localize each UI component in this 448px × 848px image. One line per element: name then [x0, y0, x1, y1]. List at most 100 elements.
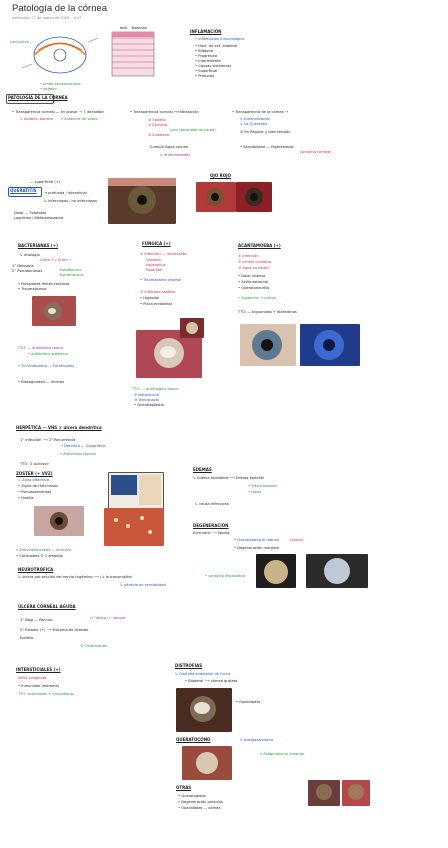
note: 2° Estadio (+) ⟶ Estroma de Acetato	[20, 628, 89, 632]
eye-anatomy-diagram	[21, 36, 99, 74]
note: • Causas sistémicas	[195, 64, 232, 68]
note: • Traumatismos	[18, 287, 47, 291]
note: 1° Bajo — Pannus	[20, 618, 52, 622]
note: • Intermitente	[195, 59, 221, 63]
eye-photo	[34, 506, 84, 536]
section-heading: EDEMAS	[193, 467, 212, 472]
note: Estafilococo	[60, 268, 82, 272]
note: • Queratoplastia	[134, 403, 164, 407]
note: ↳ enfermedades	[160, 153, 191, 157]
note: Sífilis congénita	[18, 676, 47, 680]
eye-photo	[196, 182, 236, 212]
note: Dolor — Fotofobia	[14, 211, 47, 215]
note: • Sin-Antibiótico — Fortificados	[18, 364, 74, 368]
note: 2° Pseudomonas	[12, 269, 43, 273]
section-heading: BACTERIANAS (+)	[18, 243, 58, 248]
note: ② Natamicina	[134, 393, 159, 397]
note: ↳ Edematización	[240, 117, 271, 121]
note: TTO: — biguanidas + diamidinas	[238, 310, 297, 314]
note: ③ Voriconazol	[134, 398, 159, 402]
section-heading: QUERATOCONO	[176, 737, 211, 742]
note: ↳ Edema endotelial ⟶ Edema epitelial	[193, 476, 264, 480]
note: • Antivirales orales — aciclovir	[16, 548, 72, 552]
heading-inflamacion: INFLAMACIÓN	[190, 29, 222, 34]
note: • Degeneración pelúcida	[178, 800, 223, 804]
note: (síntoma corneal)	[300, 150, 332, 154]
note: • inflamación inmunológica	[195, 37, 245, 41]
note: • Bilateral	[195, 49, 214, 53]
eye-photo	[306, 554, 368, 588]
note: • Bioseguridad — Ulceras	[18, 380, 65, 384]
section-heading: OTRAS	[176, 785, 192, 790]
note: Cándida	[146, 258, 161, 262]
note: • Queratopatía en banda	[234, 538, 279, 542]
note: TTO: — antibiótico tópico	[18, 346, 64, 350]
note: Aspergillus	[146, 263, 166, 267]
note: → Ausencia de vasos	[60, 117, 98, 121]
eye-photo	[108, 178, 176, 224]
note: • Antivíricos tópicos	[60, 452, 97, 456]
note: • Profundo	[195, 74, 215, 78]
note: TTO: ② Aciclovir	[20, 462, 49, 466]
section-box	[8, 187, 42, 197]
eye-photo	[342, 780, 370, 806]
note: Epitelio	[20, 636, 34, 640]
note: • Sensibilidad — Hiperestesia	[240, 145, 294, 149]
note: ② Rx Regular y bien tensión	[240, 130, 291, 134]
note: ③ Agua no estéril	[238, 266, 270, 270]
note: ↳ Zona oftálmico	[18, 478, 50, 482]
note: Fusarium	[146, 268, 163, 272]
note: → Dendrita — Geográfica	[60, 444, 106, 448]
section-heading: PATOLOGÍA DE LA CÓRNEA	[8, 95, 68, 100]
note: 1° Neisseria	[12, 264, 34, 268]
eye-photo	[182, 746, 232, 780]
note: ↳ Distrofia endotelial de Fuchs	[175, 672, 231, 676]
note: — superficial (+)	[30, 180, 61, 184]
note: (calcio)	[290, 538, 304, 542]
note: ③ Epitelio	[148, 118, 166, 122]
note: ↳ epitelio: barrera	[20, 117, 53, 121]
note: Arco senil ⟶ lípidos	[193, 531, 230, 535]
note: • Anillo estromal	[238, 280, 269, 284]
eye-photo	[308, 780, 340, 806]
note: • Transparencia corneal ↔ Hidratación	[130, 110, 199, 114]
note: ② Infiltrado satélite	[140, 290, 175, 294]
note: (+ tóxico) ← sangre	[90, 616, 126, 620]
note: • Opacidades — córnea	[178, 806, 221, 810]
section-box	[6, 94, 54, 104]
note: ① Estroma	[148, 123, 168, 127]
section-heading: HERPÉTICA — VHS ① úlcera dendrítica	[16, 425, 102, 430]
page-date-time: 9:47	[73, 15, 82, 20]
section-heading: ÚLCERA CORNEAL AGUDA	[18, 604, 76, 609]
note: • Opacidades	[236, 700, 261, 704]
note: • Transparencia de la córnea →	[232, 110, 288, 114]
note: ↳ infecciosas / no infecciosas	[44, 199, 97, 203]
section-heading: DISTROFIAS	[175, 663, 203, 668]
section-heading: OJO ROJO	[210, 173, 232, 178]
section-heading: ZOSTER (+ VVZ)	[16, 471, 53, 476]
note: • Astigmatismo irregular	[260, 752, 305, 756]
page-date-day: miércoles, 27 de marzo de 2024	[12, 15, 70, 20]
note: ↳ causa infecciosa	[195, 502, 229, 506]
note: ① Infección	[238, 254, 259, 258]
note: • Uveítis	[18, 496, 34, 500]
note: ↳ etiología	[20, 253, 40, 257]
note: • Sospecha → cultivo	[238, 296, 276, 300]
sketch-label: epit. Bowman	[120, 26, 148, 30]
heading-degeneracion: DEGENERACIÓN	[193, 523, 229, 528]
note: ③ Cicatrización	[80, 644, 108, 648]
section-heading: NEUROTRÓFICA	[18, 567, 54, 572]
sketch-label: conjuntiva	[10, 40, 29, 44]
note: Lagrimeo / Blefaroespasmo	[14, 216, 64, 220]
note: ↳ adelgazamiento	[240, 738, 274, 742]
eye-photo	[300, 324, 360, 366]
eye-photo	[176, 688, 232, 732]
note: • Bilateral ⟶ córnea guttata	[185, 679, 238, 683]
note: ② Endotelio	[148, 133, 170, 137]
page-title: Patología de la córnea	[12, 3, 108, 14]
section-heading: INTERSTICIALES (+)	[16, 667, 61, 672]
sketch-label: • epitelio	[40, 87, 57, 91]
note: ② Lentes contacto	[238, 260, 272, 264]
note: → profunda / intersticial	[44, 191, 87, 195]
